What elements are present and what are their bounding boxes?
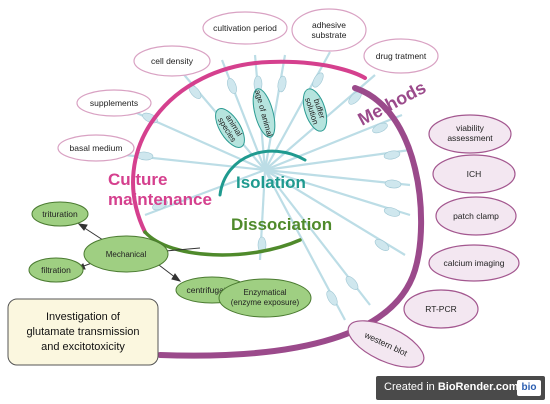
svg-text:Mechanical: Mechanical bbox=[106, 250, 147, 259]
svg-text:(enzyme exposure): (enzyme exposure) bbox=[231, 298, 300, 307]
svg-text:filtration: filtration bbox=[41, 265, 71, 275]
svg-text:basal medium: basal medium bbox=[70, 143, 123, 153]
svg-text:ICH: ICH bbox=[467, 169, 482, 179]
culture-arc bbox=[131, 59, 367, 234]
culture-factor-basal-medium: basal medium bbox=[57, 134, 135, 162]
dissociation-trituration: trituration bbox=[31, 201, 89, 227]
method-western-blot: western blot bbox=[347, 320, 425, 368]
culture-factor-cell-density: cell density bbox=[133, 45, 211, 77]
svg-text:glutamate transmission: glutamate transmission bbox=[26, 326, 139, 338]
method-viability-assessment: viability assessment bbox=[428, 114, 512, 154]
investigation-box: Investigation of glutamate transmission … bbox=[7, 298, 159, 366]
section-title-dissociation: Dissociation bbox=[231, 215, 332, 234]
dissociation-arc bbox=[143, 230, 302, 257]
svg-text:centrifugation: centrifugation bbox=[186, 285, 237, 295]
method-ich: ICH bbox=[432, 154, 516, 194]
svg-text:cell density: cell density bbox=[151, 56, 194, 66]
method-rt-pcr: RT-PCR bbox=[403, 289, 479, 329]
culture-factor-supplements: supplements bbox=[76, 89, 152, 117]
svg-text:patch clamp: patch clamp bbox=[453, 211, 499, 221]
svg-text:cultivation period: cultivation period bbox=[213, 23, 277, 33]
dissociation-filtration: filtration bbox=[28, 257, 84, 283]
svg-text:drug tratment: drug tratment bbox=[376, 51, 427, 61]
biorender-badge[interactable]: Created in BioRender.com bio bbox=[376, 376, 545, 400]
section-title-culture: Culture bbox=[108, 170, 168, 189]
svg-text:and excitotoxicity: and excitotoxicity bbox=[41, 341, 125, 353]
isolation-factor-buffer-solution: buffer solution bbox=[302, 88, 328, 132]
svg-text:adhesive: adhesive bbox=[312, 20, 346, 30]
dissociation-enzymatical: Enzymatical (enzyme exposure) bbox=[218, 278, 312, 318]
biorender-logo: bio bbox=[517, 380, 541, 396]
section-title-methods: Methods bbox=[354, 77, 429, 129]
svg-text:trituration: trituration bbox=[42, 209, 78, 219]
isolation-arc bbox=[218, 149, 307, 197]
svg-text:assessment: assessment bbox=[447, 133, 493, 143]
culture-factor-adhesive-substrate: adhesive substrate bbox=[291, 8, 367, 52]
method-calcium-imaging: calcium imaging bbox=[428, 244, 520, 282]
culture-factor-drug-tratment: drug tratment bbox=[363, 38, 439, 74]
svg-text:Investigation of: Investigation of bbox=[46, 311, 121, 323]
neuron-cells bbox=[136, 72, 402, 306]
svg-text:calcium imaging: calcium imaging bbox=[444, 258, 505, 268]
culture-factor-cultivation-period: cultivation period bbox=[202, 11, 288, 45]
svg-text:Enzymatical: Enzymatical bbox=[243, 288, 286, 297]
svg-text:supplements: supplements bbox=[90, 98, 138, 108]
method-patch-clamp: patch clamp bbox=[435, 196, 517, 236]
section-title-isolation: Isolation bbox=[236, 173, 306, 192]
svg-text:RT-PCR: RT-PCR bbox=[425, 304, 457, 314]
section-title-maintenance: maintenance bbox=[108, 190, 212, 209]
methods-arc bbox=[157, 85, 425, 359]
dissociation-mechanical: Mechanical bbox=[83, 235, 169, 273]
svg-text:viability: viability bbox=[456, 123, 485, 133]
svg-text:substrate: substrate bbox=[312, 30, 347, 40]
badge-text: Created in BioRender.com bbox=[384, 381, 519, 393]
